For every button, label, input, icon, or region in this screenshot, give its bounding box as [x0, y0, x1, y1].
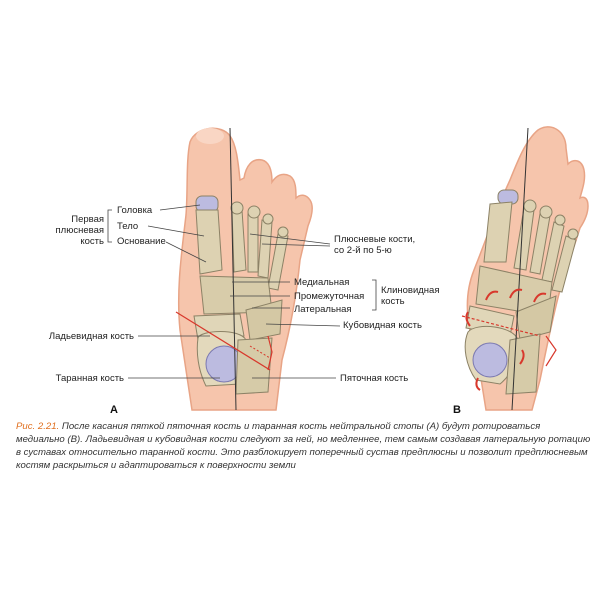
talus-dome-b	[472, 342, 508, 378]
calcaneus-bone-b	[505, 333, 541, 395]
cuboid-bone	[245, 299, 283, 341]
label-talus: Таранная кость	[55, 373, 124, 384]
label-body: Тело	[117, 221, 139, 232]
metatarsal-3	[247, 213, 259, 273]
rotation-arrow	[465, 311, 471, 327]
toenail	[196, 128, 224, 144]
toe-4-phalanx-b	[554, 214, 566, 226]
toe-2-phalanx-b	[523, 199, 537, 213]
figure-caption: Рис. 2.21. После касания пяткой пяточная…	[16, 420, 591, 472]
figure-caption-text: После касания пяткой пяточная кость и та…	[16, 421, 591, 471]
leader-lines	[107, 204, 377, 379]
first-metatarsal-b	[483, 201, 513, 263]
foot-b	[461, 126, 589, 411]
toe-5-phalanx	[277, 226, 289, 238]
rotation-arrow	[509, 288, 523, 299]
label-medial: Медиальная	[294, 277, 350, 288]
red-line-a	[175, 311, 271, 371]
label-first-metatarsal: Первая плюсневая кость	[55, 214, 104, 247]
foot-a	[175, 127, 313, 411]
toe-3-phalanx	[247, 205, 261, 219]
label-metatarsals-2-5: Плюсневые кости, со 2-й по 5-ю	[334, 234, 416, 256]
rotation-arrow	[485, 290, 499, 301]
panel-label-b: B	[453, 404, 461, 416]
toe-3-phalanx-b	[539, 205, 553, 219]
label-cuneiform: Клиновидная кость	[381, 285, 440, 307]
label-calcaneus: Пяточная кость	[340, 373, 409, 384]
label-cuboid: Кубовидная кость	[343, 320, 422, 331]
red-bracket-a	[267, 335, 273, 371]
figure-number: Рис. 2.21.	[16, 421, 60, 432]
rotation-arrow	[519, 349, 525, 365]
rotation-arrow	[533, 292, 547, 303]
label-head: Головка	[117, 205, 153, 216]
calcaneus-bone	[235, 337, 273, 395]
panel-label-a: A	[110, 404, 118, 416]
label-navicular: Ладьевидная кость	[48, 331, 134, 342]
label-base: Основание	[117, 236, 166, 247]
label-lateral: Латеральная	[294, 304, 352, 315]
axis-line-b	[511, 127, 529, 411]
red-line-b	[461, 315, 541, 337]
label-intermediate: Промежуточная	[294, 291, 365, 302]
toe-5-phalanx-b	[567, 228, 579, 240]
rotation-arrow	[475, 377, 481, 391]
first-metatarsal	[195, 209, 223, 275]
cuboid-bone-b	[515, 295, 557, 341]
toe-4-phalanx	[262, 213, 274, 225]
red-bracket-b	[545, 335, 557, 367]
toe-2-phalanx	[230, 201, 244, 215]
axis-line-a	[229, 127, 237, 411]
